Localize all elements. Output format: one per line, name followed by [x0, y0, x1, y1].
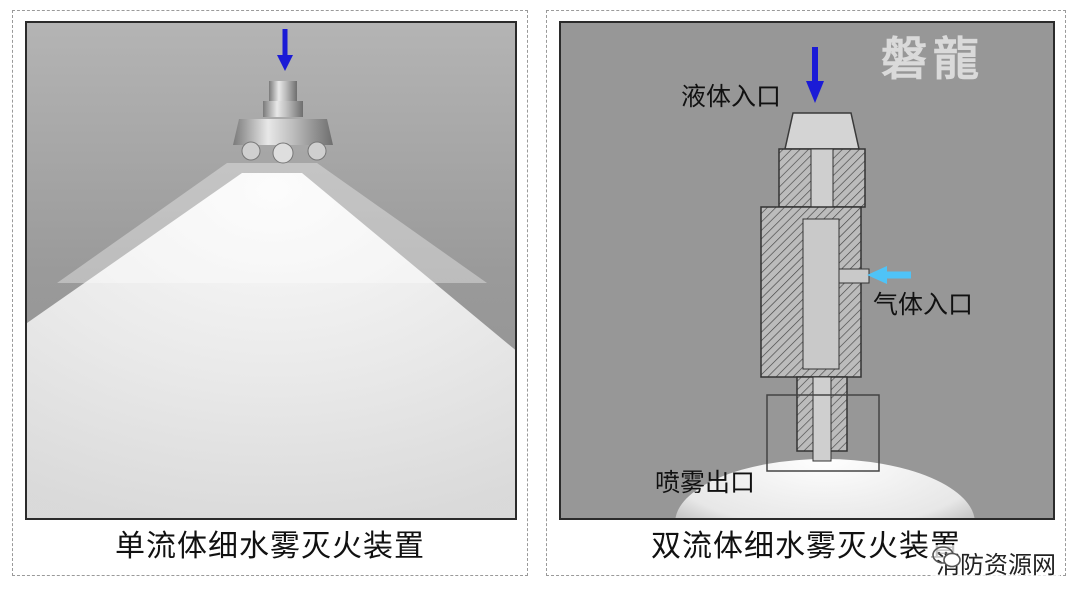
gas-port — [838, 268, 870, 284]
nozzle-thread — [269, 81, 297, 103]
nozzle-head-right — [307, 141, 327, 161]
outlet-channel — [812, 376, 832, 462]
gas-arrow-head — [867, 266, 887, 284]
outlet-housing — [766, 394, 880, 472]
nozzle-head-center — [272, 142, 294, 164]
wechat-icon — [932, 546, 961, 568]
spray-outlet-label: 喷雾出口 — [655, 468, 756, 497]
twin-fluid-cross-section — [561, 23, 1053, 518]
single-fluid-panel: 单流体细水雾灭火装置 — [12, 10, 528, 576]
nozzle-hex — [263, 101, 303, 117]
brand-watermark: 磐龍 — [881, 32, 985, 86]
liquid-arrow-head-left — [277, 55, 293, 71]
single-fluid-nozzle-illustration — [27, 23, 515, 518]
single-fluid-nozzle-photo — [25, 21, 517, 520]
liquid-inlet-label: 液体入口 — [681, 82, 782, 111]
liquid-arrow-head — [806, 81, 824, 103]
twin-fluid-diagram: 磐龍 液体入口 气体入口 喷雾出口 — [559, 21, 1055, 520]
inlet-cap — [784, 112, 860, 150]
source-watermark: 消防资源网 — [932, 545, 1060, 580]
gas-inlet-label: 气体入口 — [873, 290, 974, 319]
single-fluid-caption: 单流体细水雾灭火装置 — [115, 529, 425, 564]
nozzle-head-left — [241, 141, 261, 161]
twin-fluid-caption: 双流体细水雾灭火装置 — [651, 529, 961, 564]
nozzle-body — [233, 119, 333, 145]
twin-fluid-panel: 磐龍 液体入口 气体入口 喷雾出口 双流体细水雾灭火装置 — [546, 10, 1066, 576]
mixing-chamber — [802, 218, 840, 370]
